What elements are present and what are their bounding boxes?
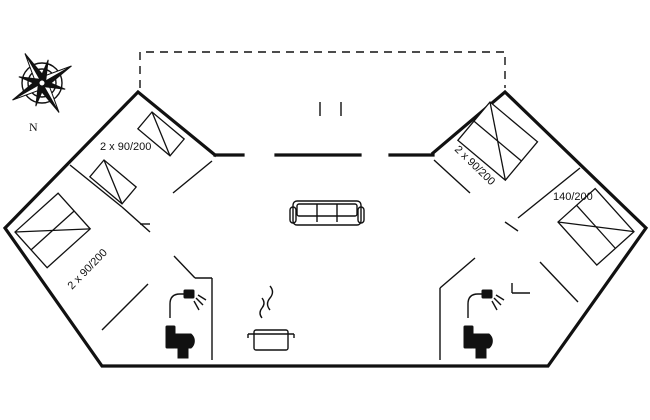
compass-icon	[12, 53, 72, 113]
bed-top-left-1	[136, 111, 186, 157]
bed-right	[557, 187, 635, 267]
bed-label-top-left: 2 x 90/200	[100, 141, 151, 153]
exterior-walls	[2, 89, 649, 368]
shower-icon	[467, 289, 505, 318]
sofa-icon	[289, 200, 365, 226]
toilet-icon	[463, 325, 493, 359]
interior-walls-right	[433, 159, 581, 360]
compass-north-label: N	[29, 120, 38, 134]
bed-left	[14, 192, 92, 269]
cooking-pot-icon	[247, 285, 295, 351]
bed-top-left-2	[88, 159, 138, 205]
bed-label-right: 140/200	[553, 191, 593, 203]
bed-label-left: 2 x 90/200	[66, 247, 110, 292]
terrace-outline	[139, 51, 506, 88]
bed-top-right	[456, 101, 539, 182]
shower-icon	[169, 289, 207, 318]
toilet-icon	[165, 325, 195, 359]
interior-walls-left	[69, 160, 213, 360]
